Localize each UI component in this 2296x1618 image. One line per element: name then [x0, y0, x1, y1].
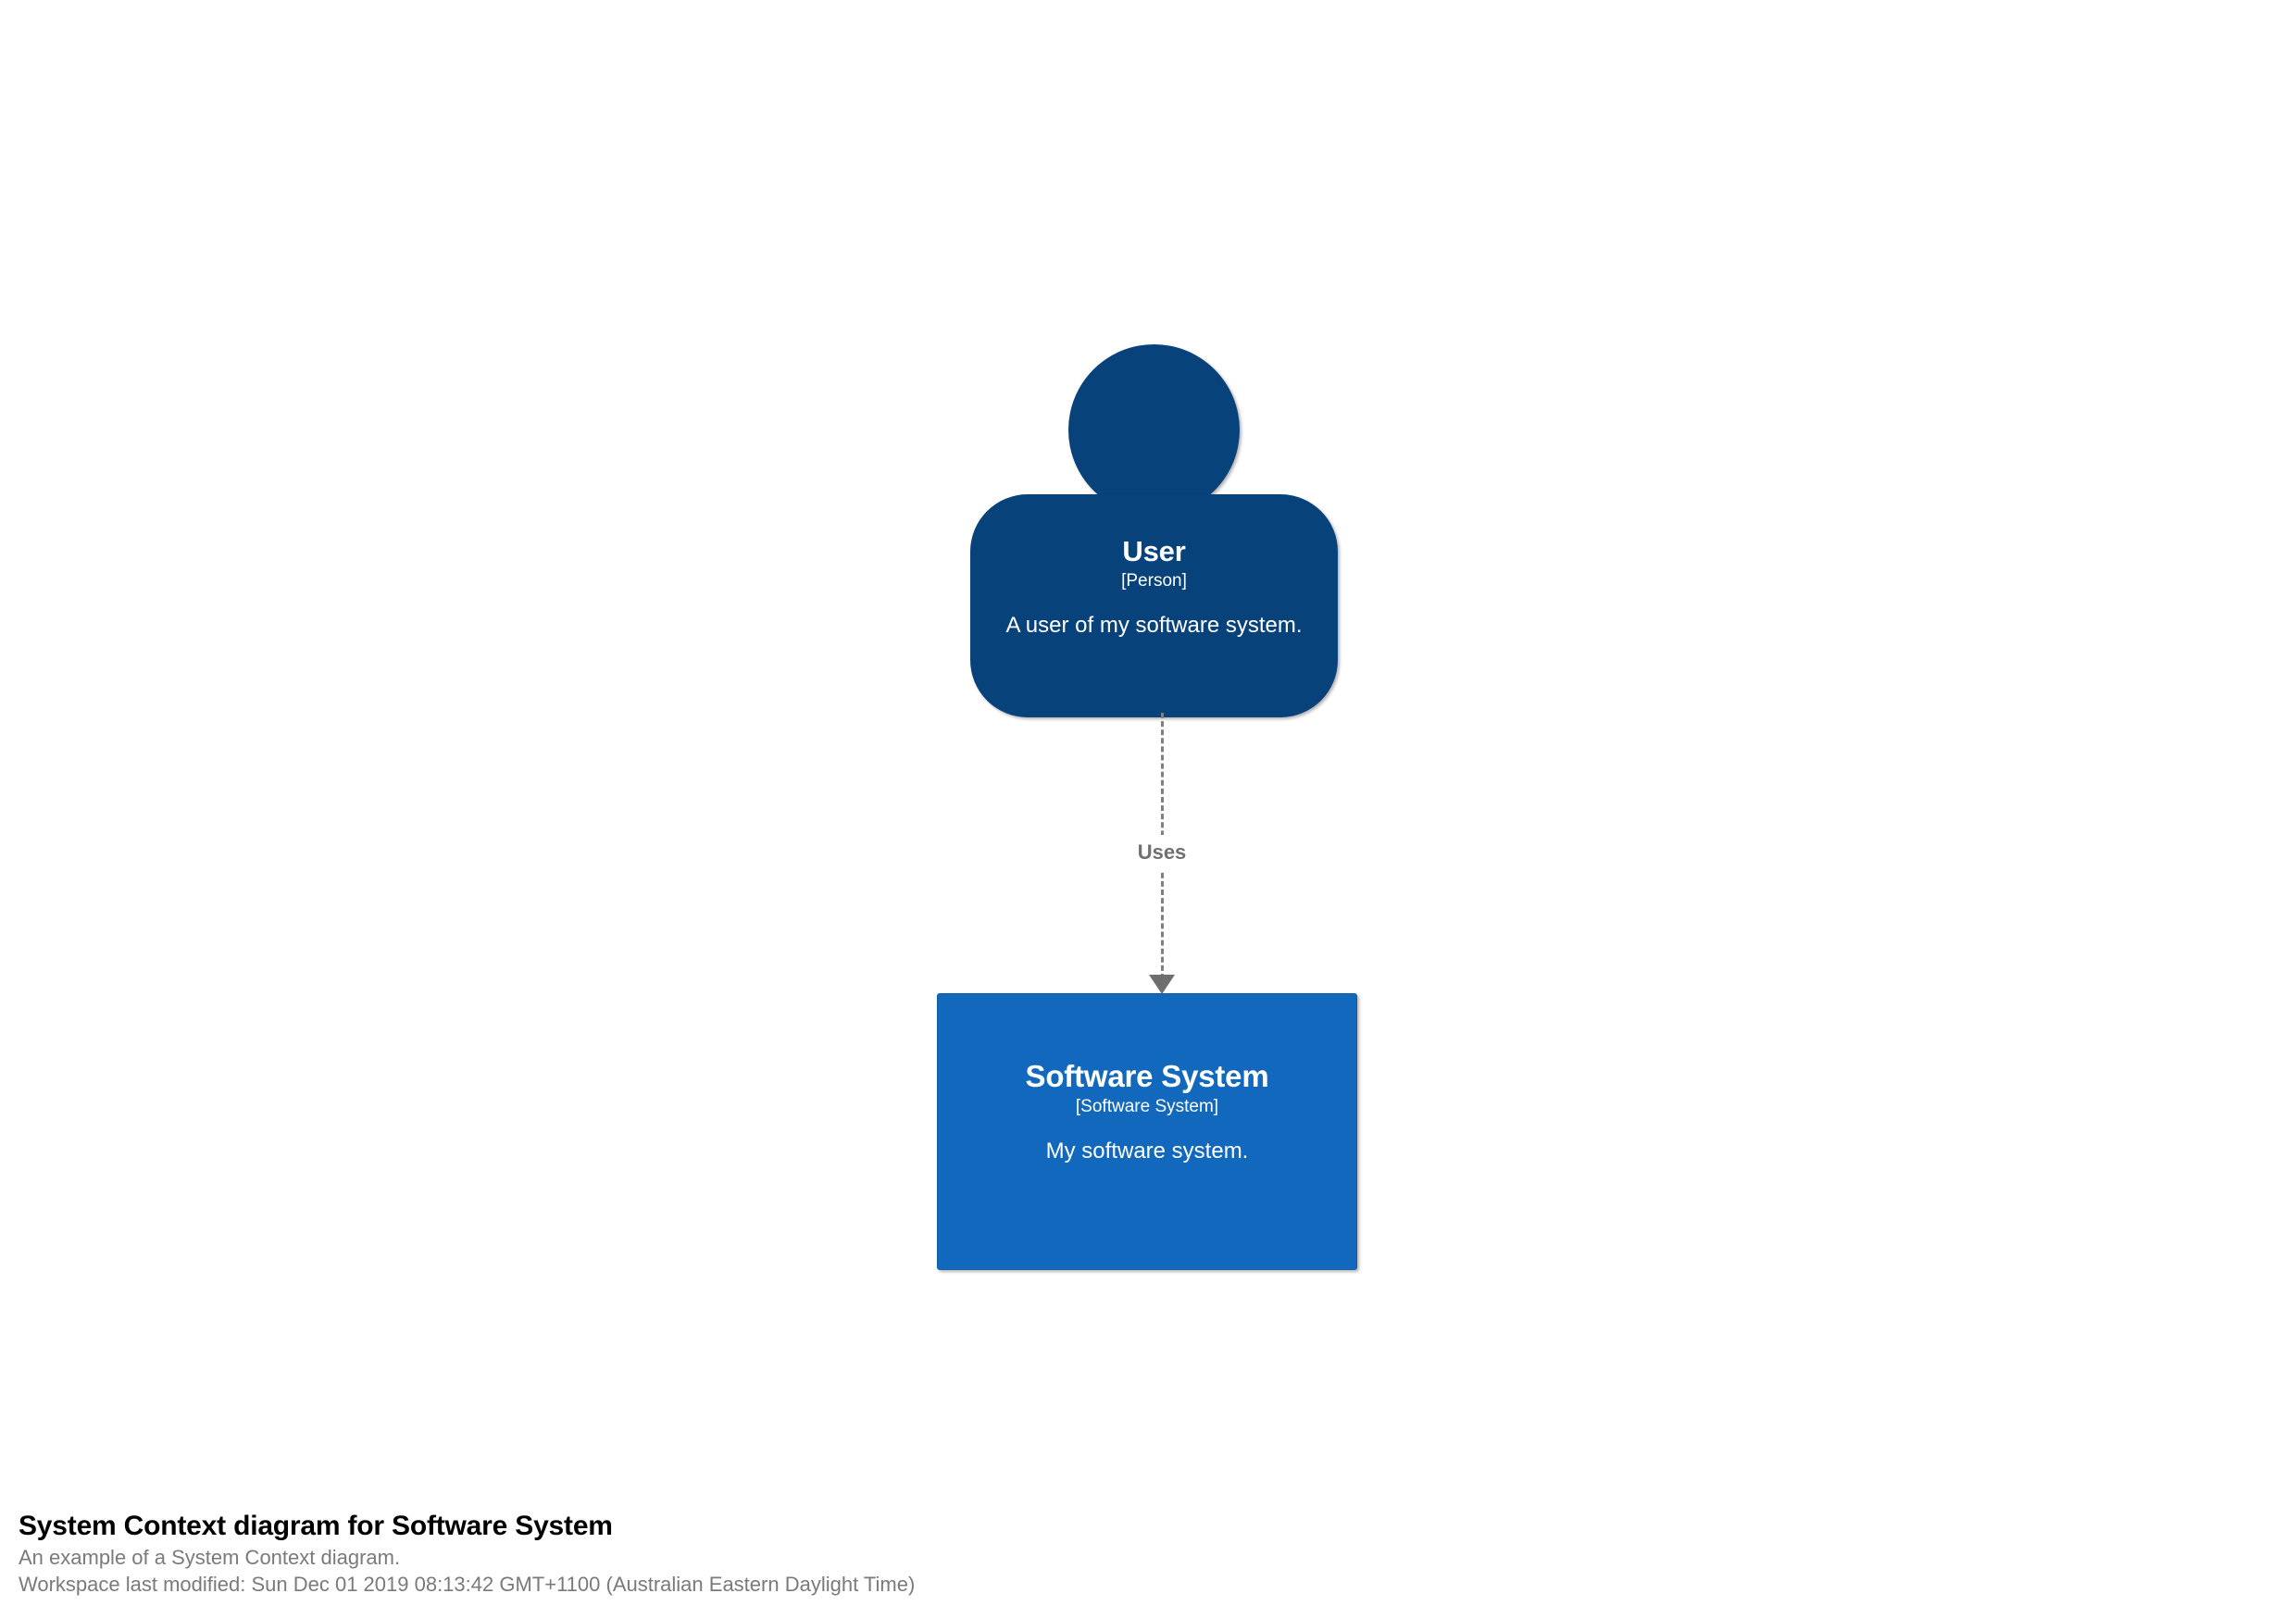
relationship-label-uses: Uses	[1046, 835, 1278, 870]
person-body-shape	[970, 494, 1338, 717]
relationship-uses[interactable]: Uses	[1046, 713, 1278, 1000]
element-name-user: User	[1122, 535, 1186, 567]
diagram-element-user[interactable]: User [Person] A user of my software syst…	[970, 344, 1338, 717]
arrowhead-icon	[1149, 975, 1175, 994]
person-label-group: User [Person] A user of my software syst…	[970, 494, 1338, 717]
caption-title: System Context diagram for Software Syst…	[19, 1511, 613, 1541]
caption-description: An example of a System Context diagram.	[19, 1546, 401, 1569]
diagram-caption: System Context diagram for Software Syst…	[19, 1509, 2277, 1598]
diagram-element-software-system[interactable]: Software System [Software System] My sof…	[937, 993, 1357, 1270]
element-description-user: A user of my software system.	[1005, 613, 1303, 638]
element-type-software-system: [Software System]	[1075, 1097, 1219, 1116]
caption-last-modified: Workspace last modified: Sun Dec 01 2019…	[19, 1573, 916, 1596]
diagram-canvas[interactable]: User [Person] A user of my software syst…	[0, 0, 2296, 1490]
software-system-label-group: Software System [Software System] My sof…	[938, 994, 1356, 1269]
person-head-shape	[1068, 344, 1240, 516]
element-name-software-system: Software System	[1025, 1059, 1269, 1093]
element-description-software-system: My software system.	[1045, 1139, 1249, 1164]
element-type-user: [Person]	[1121, 571, 1187, 591]
